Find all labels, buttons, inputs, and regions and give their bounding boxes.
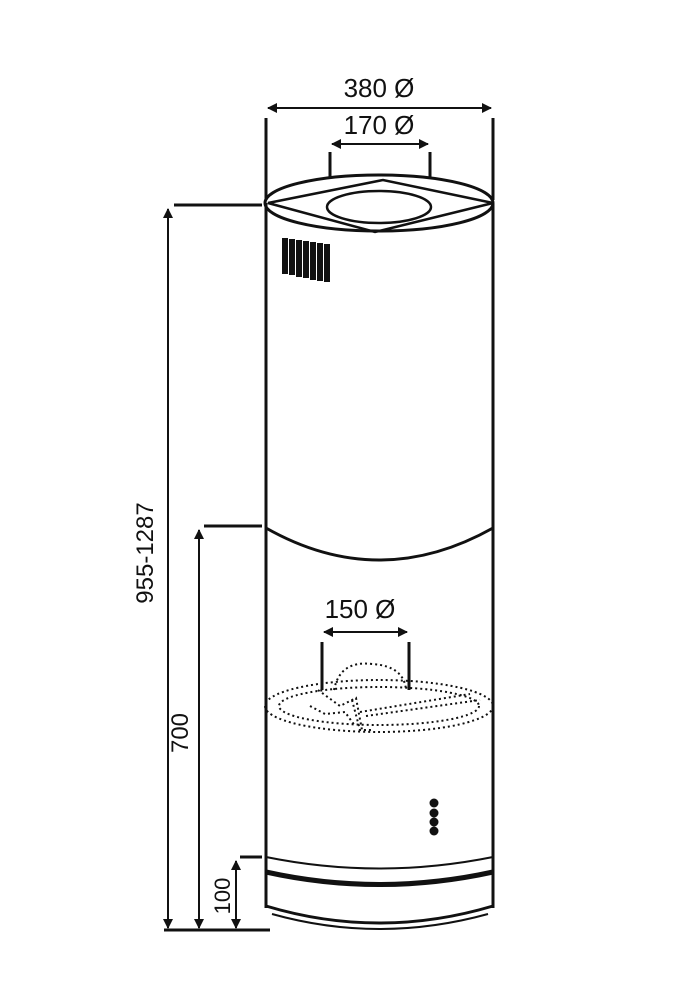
bottom-outlet-dimension: 150 Ø xyxy=(320,594,411,690)
outer-diameter-label: 380 Ø xyxy=(344,73,415,103)
top-cap xyxy=(263,173,495,234)
control-button-icon xyxy=(429,826,439,836)
outer-diameter-dimension: 380 Ø xyxy=(264,73,495,200)
base-ring-height-label: 100 xyxy=(210,878,235,915)
lower-section-height-label: 700 xyxy=(167,713,194,753)
lower-section-height-dimension: 700 xyxy=(167,524,262,929)
hidden-filter-and-motor xyxy=(264,662,494,733)
control-button-icon xyxy=(429,798,439,808)
total-height-dimension: 955-1287 xyxy=(132,203,262,929)
control-button-icon xyxy=(429,808,439,818)
control-buttons xyxy=(429,798,439,836)
base-ring xyxy=(265,856,494,930)
vent-grille-icon xyxy=(282,238,330,282)
base-ring-height-dimension: 100 xyxy=(210,855,262,929)
upper-chimney xyxy=(264,203,495,528)
total-height-label: 955-1287 xyxy=(132,502,159,603)
control-button-icon xyxy=(429,817,439,827)
top-outlet-dimension: 170 Ø xyxy=(328,110,432,198)
top-outlet-diameter-label: 170 Ø xyxy=(344,110,415,140)
bottom-outlet-diameter-label: 150 Ø xyxy=(325,594,396,624)
lower-hood-body xyxy=(264,526,495,908)
